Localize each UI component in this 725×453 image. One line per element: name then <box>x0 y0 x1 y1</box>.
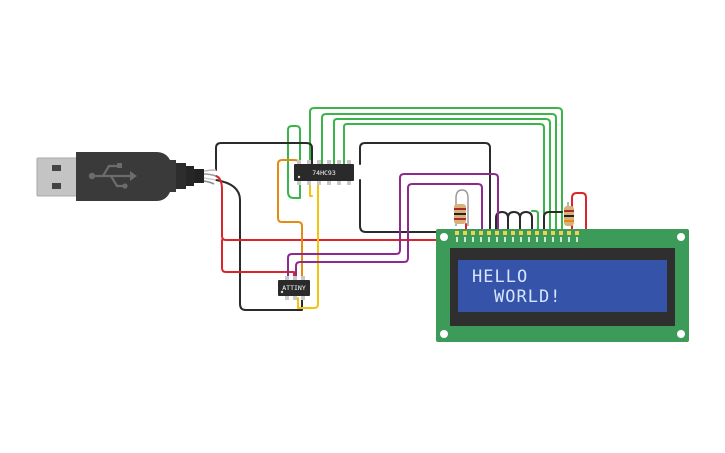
usb-metal-shell <box>36 157 80 197</box>
lcd-pin-labels <box>456 237 578 242</box>
green-wire[interactable] <box>287 125 301 199</box>
green-wire[interactable] <box>531 210 539 235</box>
usb-contact <box>52 165 61 171</box>
lcd-line-1: HELLO <box>472 267 528 287</box>
chip-pin1-marker <box>297 175 301 179</box>
red-wire[interactable] <box>221 239 295 281</box>
chip-label: ATTINY <box>282 284 306 292</box>
usb-wire-leads <box>203 169 217 185</box>
lcd-header-pins <box>455 231 579 235</box>
usb-plug[interactable] <box>36 152 217 201</box>
attiny-chip[interactable]: ATTINY <box>278 276 310 300</box>
usb-strain-relief <box>186 166 194 186</box>
green-wire[interactable] <box>333 118 551 235</box>
lcd-screen <box>458 260 667 312</box>
usb-strain-relief <box>176 163 186 189</box>
green-wire[interactable] <box>309 107 563 235</box>
black-wire[interactable] <box>359 142 491 235</box>
yellow-wire[interactable] <box>309 179 313 197</box>
chip-pins <box>285 276 305 300</box>
mounting-hole <box>677 330 685 338</box>
chip-pins <box>297 160 351 185</box>
lcd-module[interactable]: HELLO WORLD! <box>436 229 689 342</box>
orange-wire[interactable] <box>277 159 303 281</box>
black-wire[interactable] <box>519 211 533 235</box>
chip-pin1-marker <box>280 290 284 294</box>
resistor[interactable] <box>454 189 469 226</box>
black-wire[interactable] <box>215 179 303 311</box>
chip-body <box>294 164 354 181</box>
purple-wire[interactable] <box>295 183 483 281</box>
black-wire[interactable] <box>359 179 467 233</box>
purple-wire[interactable] <box>287 173 499 281</box>
usb-contact <box>52 183 61 189</box>
red-wire[interactable] <box>571 192 587 235</box>
black-wire[interactable] <box>215 142 313 171</box>
usb-cable <box>194 169 204 183</box>
lcd-line-2: WORLD! <box>494 287 561 307</box>
green-wire[interactable] <box>343 123 545 235</box>
mounting-hole <box>677 233 685 241</box>
red-wire[interactable] <box>215 175 467 241</box>
resistor[interactable] <box>564 202 574 226</box>
shift-register-chip[interactable]: 74HC93 <box>294 160 354 185</box>
chip-body <box>278 280 310 296</box>
mounting-hole <box>440 233 448 241</box>
wires <box>215 107 587 311</box>
usb-icon <box>88 163 137 189</box>
green-wire[interactable] <box>321 113 557 235</box>
yellow-wire[interactable] <box>297 179 319 309</box>
black-wire[interactable] <box>543 211 563 235</box>
chip-label: 74HC93 <box>312 169 336 177</box>
mounting-hole <box>440 330 448 338</box>
